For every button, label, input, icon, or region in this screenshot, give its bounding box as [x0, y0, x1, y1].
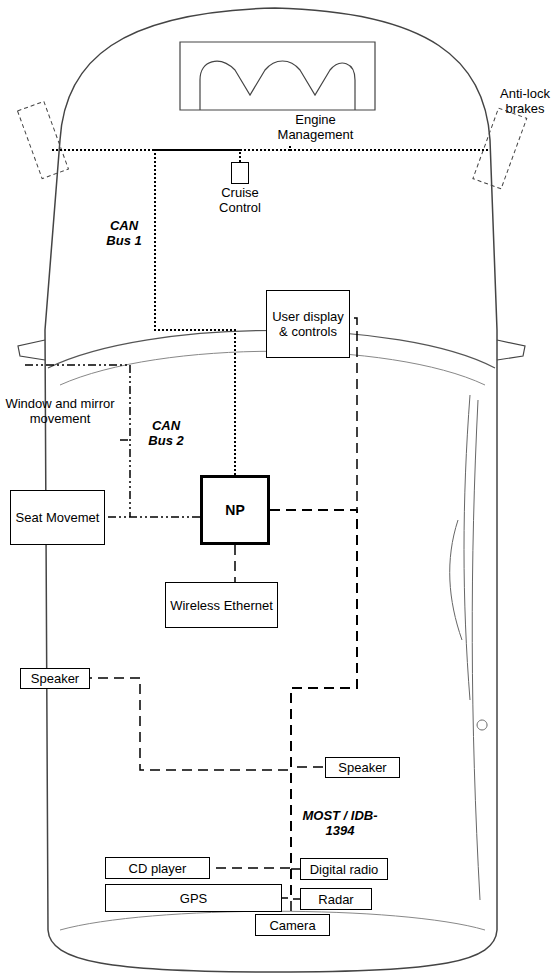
device-box: Camera: [255, 914, 330, 936]
wheel: [18, 101, 69, 178]
engine-block: [180, 42, 375, 110]
bus-connector: [270, 510, 357, 767]
box-text: Seat Movemet: [16, 510, 100, 525]
device-box: Digital radio: [300, 858, 388, 880]
box-text: CD player: [129, 861, 187, 876]
bus-connector: [90, 510, 357, 770]
can-bus-1-wire: [52, 145, 490, 150]
bus-connector: [270, 510, 357, 898]
bus-connector: [234, 545, 236, 582]
box-text: Radar: [318, 892, 353, 907]
bus-connector: [270, 510, 357, 914]
network-processor-box: NP: [200, 475, 270, 545]
car-body: [45, 8, 497, 972]
component-label: Window and mirror movement: [4, 396, 116, 426]
box-text: User display & controls: [270, 309, 346, 339]
box-text: Digital radio: [310, 862, 379, 877]
box-text: Cruise Control: [212, 185, 268, 215]
box-text: Speaker: [31, 671, 79, 686]
box-text: Camera: [269, 918, 315, 933]
bus-label: MOST / IDB-1394: [300, 808, 380, 838]
engine-manifold: [200, 61, 355, 110]
box-text: Wireless Ethernet: [170, 598, 273, 613]
actuator-box: Seat Movemet: [10, 490, 105, 545]
bus-connector: [270, 510, 357, 899]
bus-label: CAN Bus 1: [98, 218, 150, 248]
wheel: [473, 108, 527, 189]
box-text: GPS: [180, 891, 207, 906]
mirror: [18, 340, 45, 360]
box-text: NP: [225, 503, 244, 518]
bus-connector: [105, 516, 200, 518]
device-box: Radar: [300, 888, 372, 910]
speaker-box: Speaker: [20, 668, 90, 689]
box-text: Speaker: [338, 760, 386, 775]
fuel-cap: [477, 720, 487, 730]
component-label: Anti-lock brakes: [494, 86, 556, 116]
bus-label: CAN Bus 2: [140, 418, 192, 448]
cruise-control-box: Cruise Control: [231, 162, 249, 184]
speaker-box: Speaker: [325, 757, 400, 778]
display-box: User display & controls: [266, 290, 350, 358]
component-label: Engine Management: [268, 112, 363, 142]
mirror: [497, 340, 525, 360]
device-box: GPS: [105, 884, 282, 912]
network-box: Wireless Ethernet: [165, 582, 278, 628]
device-box: CD player: [105, 857, 210, 879]
door-line: [450, 395, 480, 900]
